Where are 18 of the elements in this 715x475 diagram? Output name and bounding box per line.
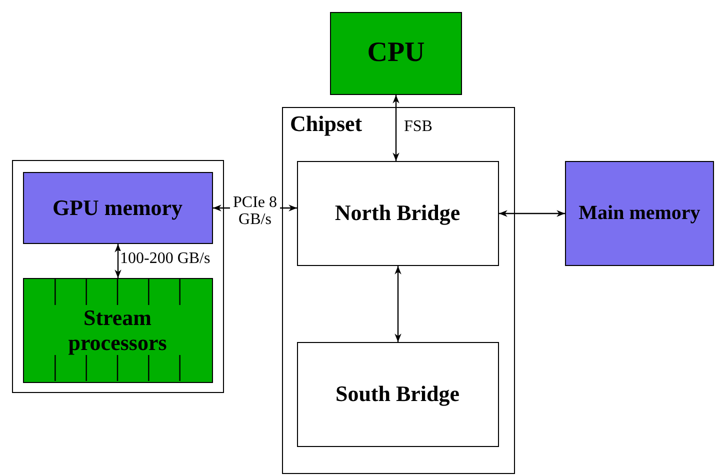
main-memory-box xyxy=(565,161,714,266)
node-label: Main memory xyxy=(578,202,700,225)
cpu-box xyxy=(330,12,462,95)
arrow xyxy=(499,210,565,217)
node-label: North Bridge xyxy=(334,200,460,226)
node-label: South Bridge xyxy=(335,381,460,407)
south-bridge-box xyxy=(296,342,498,446)
north-bridge-box xyxy=(296,160,498,266)
node-label: GPU memory xyxy=(52,194,183,220)
stream-processors-box xyxy=(22,278,212,382)
arrow xyxy=(394,266,402,342)
arrow xyxy=(114,244,122,278)
gpu-memory-box xyxy=(22,172,212,244)
arrow xyxy=(392,95,400,161)
container-heading: Chipset xyxy=(290,111,362,136)
chipset-container xyxy=(282,107,515,474)
graphics-card-box xyxy=(12,160,224,393)
node-label: CPU xyxy=(367,37,425,70)
